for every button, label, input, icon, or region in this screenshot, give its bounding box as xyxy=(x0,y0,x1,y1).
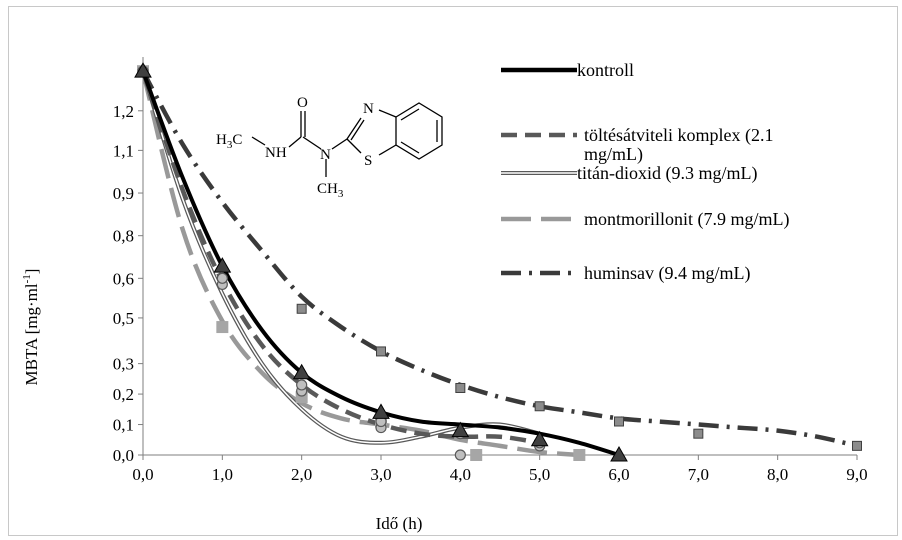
x-tick-label-9: 9,0 xyxy=(846,465,867,484)
bond-c-n xyxy=(302,136,322,150)
series-0-point-3 xyxy=(372,403,390,419)
bond-n3-c3a xyxy=(378,109,397,118)
series-0-point-1 xyxy=(213,257,232,273)
series-0-point-4 xyxy=(451,421,470,438)
series-4-point-4 xyxy=(534,401,545,412)
x-ticks: 0,0 1,0 2,0 3,0 4,0 5,0 6,0 7,0 8,0 9,0 xyxy=(132,455,868,484)
bond-s-c7a xyxy=(378,144,397,156)
series-0-point-2 xyxy=(292,363,311,380)
x-tick-label-0: 0,0 xyxy=(132,465,153,484)
y-axis-label: MBTA [mg·ml-1] xyxy=(21,269,41,386)
legend-label-titan: titán-dioxid (9.3 mg/mL) xyxy=(577,163,757,184)
bond-n-thiazole xyxy=(331,138,348,150)
y-tick-label-5: 0,6 xyxy=(113,269,134,288)
y-tick-label-8: 1,1 xyxy=(113,141,134,160)
atom-ch3-sub: 3 xyxy=(338,188,344,200)
x-axis-label: Idő (h) xyxy=(376,514,423,533)
y-axis-label-superscript: -1 xyxy=(21,274,33,283)
series-line-2-inner xyxy=(142,70,540,444)
series-line-1 xyxy=(140,70,541,446)
legend-label-toltesatviteli-line2: mg/mL) xyxy=(584,144,643,165)
benzene-inner-3 xyxy=(400,141,420,154)
bond-c2-s xyxy=(346,138,362,154)
y-ticks: 0,0 0,1 0,2 0,3 0,5 0,6 0,8 0,9 1,1 1,2 xyxy=(113,102,143,465)
y-tick-label-4: 0,5 xyxy=(113,309,134,328)
series-3-point-4 xyxy=(470,449,483,461)
x-tick-label-8: 8,0 xyxy=(767,465,788,484)
x-tick-label-7: 7,0 xyxy=(688,465,709,484)
molecule-atom-labels: H3C NH O N N S CH3 xyxy=(216,95,374,200)
chart-svg: 0,0 1,0 2,0 3,0 4,0 5,0 6,0 7,0 8,0 9,0 0,0 0,1 0,2… xyxy=(21,57,868,533)
atom-h3c: H3C xyxy=(216,132,242,151)
x-tick-label-5: 5,0 xyxy=(529,465,550,484)
series-4-point-7 xyxy=(852,440,862,451)
chart-frame: 0,0 1,0 2,0 3,0 4,0 5,0 6,0 7,0 8,0 9,0 0,0 0,1 0,2… xyxy=(8,6,898,536)
series-4-point-1 xyxy=(296,303,307,314)
atom-h3c-sub: 3 xyxy=(227,139,233,151)
bond-c2-n3-a xyxy=(346,117,362,140)
y-tick-label-9: 1,2 xyxy=(113,102,134,121)
series-3-point-5 xyxy=(573,449,586,461)
atom-h3c-c: C xyxy=(232,132,242,148)
x-tick-label-1: 1,0 xyxy=(212,465,233,484)
series-0-point-0 xyxy=(134,62,152,78)
atom-n1: N xyxy=(320,147,331,163)
series-0-point-5 xyxy=(530,430,549,447)
x-tick-label-2: 2,0 xyxy=(291,465,312,484)
y-tick-label-1: 0,1 xyxy=(113,416,134,435)
series-4-point-5 xyxy=(614,416,624,427)
y-tick-label-7: 0,9 xyxy=(113,184,134,203)
atom-h3c-h: H xyxy=(216,132,227,148)
legend: kontroll töltésátviteli komplex (2.1 mg/… xyxy=(501,60,790,284)
series-4-point-2 xyxy=(376,346,386,357)
series-0-point-6 xyxy=(610,445,628,462)
bond-c2-n3-b xyxy=(350,119,365,141)
atom-nh: NH xyxy=(265,145,287,161)
y-axis-label-main: MBTA [mg·ml xyxy=(22,283,41,385)
bond-nh-c xyxy=(288,136,302,148)
molecule-structure xyxy=(251,102,443,177)
benzene-ring xyxy=(395,102,443,160)
legend-label-montmorillonit: montmorillonit (7.9 mg/mL) xyxy=(584,209,790,230)
axes xyxy=(142,57,857,456)
y-tick-label-2: 0,2 xyxy=(113,385,134,404)
legend-label-toltesatviteli-line1: töltésátviteli komplex (2.1 xyxy=(584,125,773,146)
series-markers xyxy=(134,62,862,462)
series-4-point-6 xyxy=(693,428,704,439)
series-3-point-1 xyxy=(216,321,229,334)
y-tick-label-0: 0,0 xyxy=(113,446,134,465)
atom-s: S xyxy=(364,153,372,169)
series-4-point-3 xyxy=(455,382,466,393)
x-tick-label-3: 3,0 xyxy=(370,465,391,484)
series-line-4 xyxy=(141,70,858,449)
atom-ch3-ch: CH xyxy=(317,181,338,197)
legend-label-huminsav: huminsav (9.4 mg/mL) xyxy=(584,263,750,284)
atom-ch3: CH3 xyxy=(317,181,344,200)
x-tick-label-6: 6,0 xyxy=(608,465,629,484)
atom-n3: N xyxy=(363,101,374,117)
atom-o: O xyxy=(297,95,308,111)
x-tick-label-4: 4,0 xyxy=(450,465,471,484)
benzene-inner-1 xyxy=(400,108,420,121)
series-1-point-1 xyxy=(216,272,228,284)
y-axis-label-end: ] xyxy=(22,269,41,275)
bond-h3c-nh xyxy=(251,136,266,146)
y-tick-label-3: 0,3 xyxy=(113,355,134,374)
legend-label-kontroll: kontroll xyxy=(577,60,634,80)
y-tick-label-6: 0,8 xyxy=(113,227,134,246)
series-2-point-4 xyxy=(454,449,466,461)
series-1-point-2 xyxy=(296,379,308,391)
series-line-3 xyxy=(140,70,580,458)
series-line-2 xyxy=(141,70,541,445)
